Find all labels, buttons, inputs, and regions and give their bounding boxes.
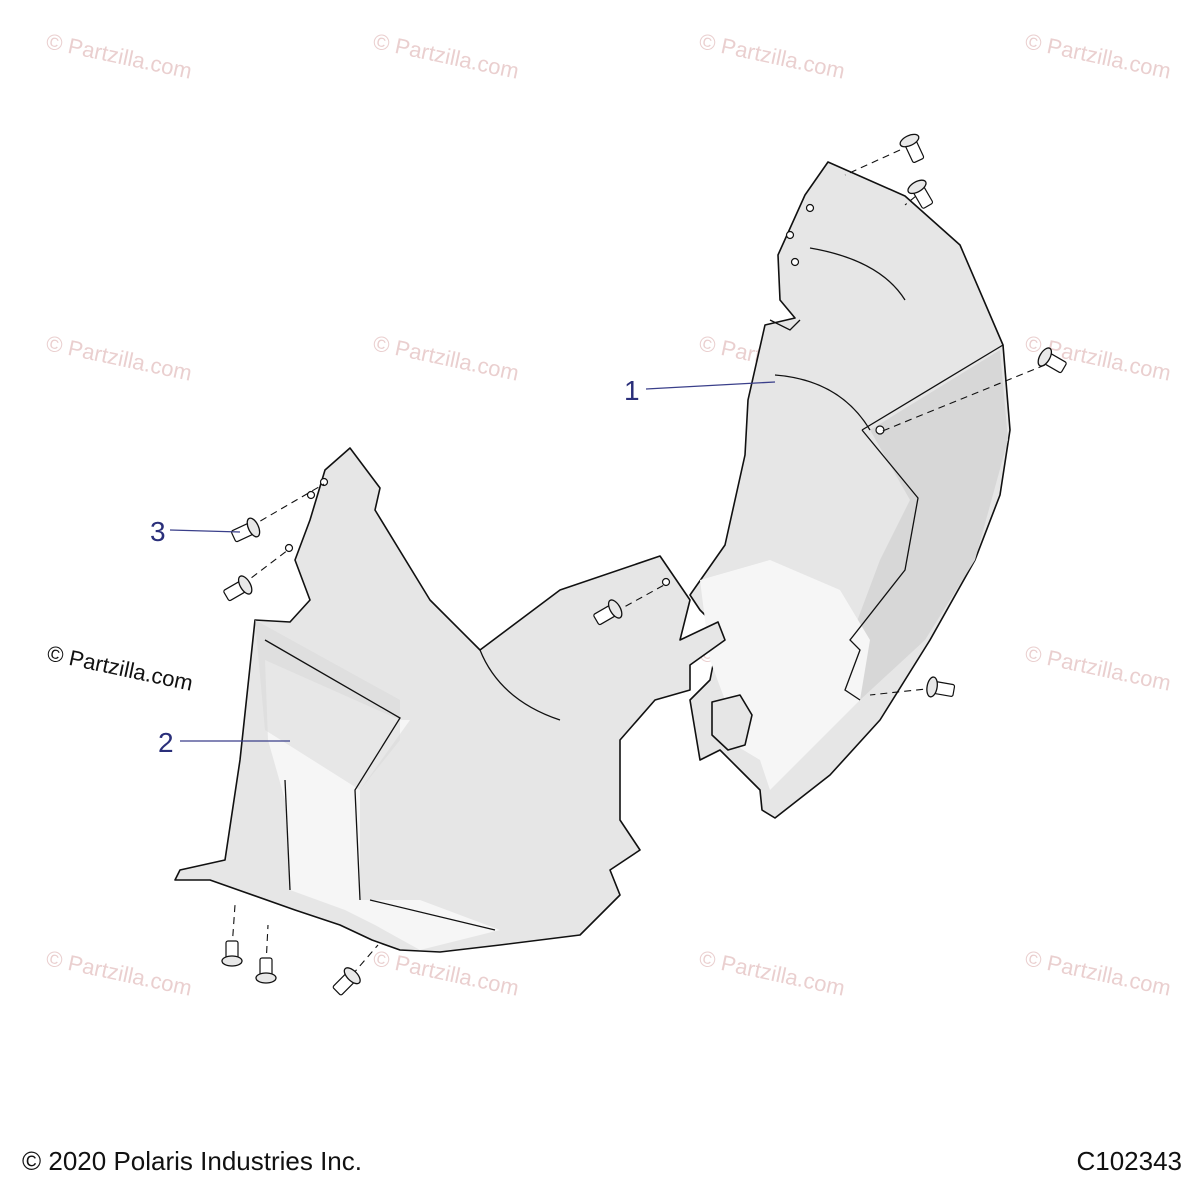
push-rivet bbox=[255, 957, 277, 984]
watermark: © Partzilla.com bbox=[1023, 640, 1173, 695]
watermark: © Partzilla.com bbox=[44, 330, 194, 385]
push-rivet bbox=[899, 133, 925, 163]
watermark: © Partzilla.com bbox=[697, 28, 847, 83]
watermark: © Partzilla.com bbox=[1023, 28, 1173, 83]
fasteners bbox=[221, 133, 1067, 996]
mounting-hole bbox=[805, 203, 815, 213]
watermark: © Partzilla.com bbox=[371, 945, 521, 1000]
watermark: © Partzilla.com bbox=[371, 28, 521, 83]
part-2-left-panel bbox=[174, 447, 726, 953]
mounting-hole bbox=[319, 477, 329, 487]
push-rivet bbox=[231, 517, 261, 543]
drawing-id: C102343 bbox=[1076, 1146, 1182, 1176]
push-rivet bbox=[332, 967, 361, 996]
push-rivet bbox=[593, 599, 623, 626]
mounting-hole bbox=[875, 425, 885, 435]
mounting-hole bbox=[785, 230, 795, 240]
push-rivet bbox=[1037, 347, 1067, 374]
part-1-right-panel bbox=[689, 161, 1011, 819]
copyright-notice: © 2020 Polaris Industries Inc. bbox=[22, 1146, 362, 1176]
callout-3-label: 3 bbox=[150, 516, 166, 547]
push-rivet bbox=[926, 676, 956, 698]
watermark: © Partzilla.com bbox=[1023, 945, 1173, 1000]
callout-2-label: 2 bbox=[158, 727, 174, 758]
push-rivet bbox=[907, 179, 934, 209]
callouts: 1 2 3 bbox=[150, 375, 776, 758]
mounting-hole bbox=[306, 490, 316, 500]
watermark: © Partzilla.com bbox=[697, 945, 847, 1000]
push-rivet bbox=[223, 575, 253, 602]
mounting-hole bbox=[790, 257, 800, 267]
mounting-hole bbox=[661, 577, 671, 587]
watermark-dark: © Partzilla.com bbox=[45, 640, 195, 695]
watermark: © Partzilla.com bbox=[44, 28, 194, 83]
mounting-hole bbox=[284, 543, 294, 553]
callout-1-label: 1 bbox=[624, 375, 640, 406]
callout-3-leader bbox=[169, 529, 241, 533]
watermark: © Partzilla.com bbox=[371, 330, 521, 385]
push-rivet bbox=[221, 940, 243, 967]
watermark: © Partzilla.com bbox=[44, 945, 194, 1000]
callout-1-leader bbox=[645, 381, 776, 390]
